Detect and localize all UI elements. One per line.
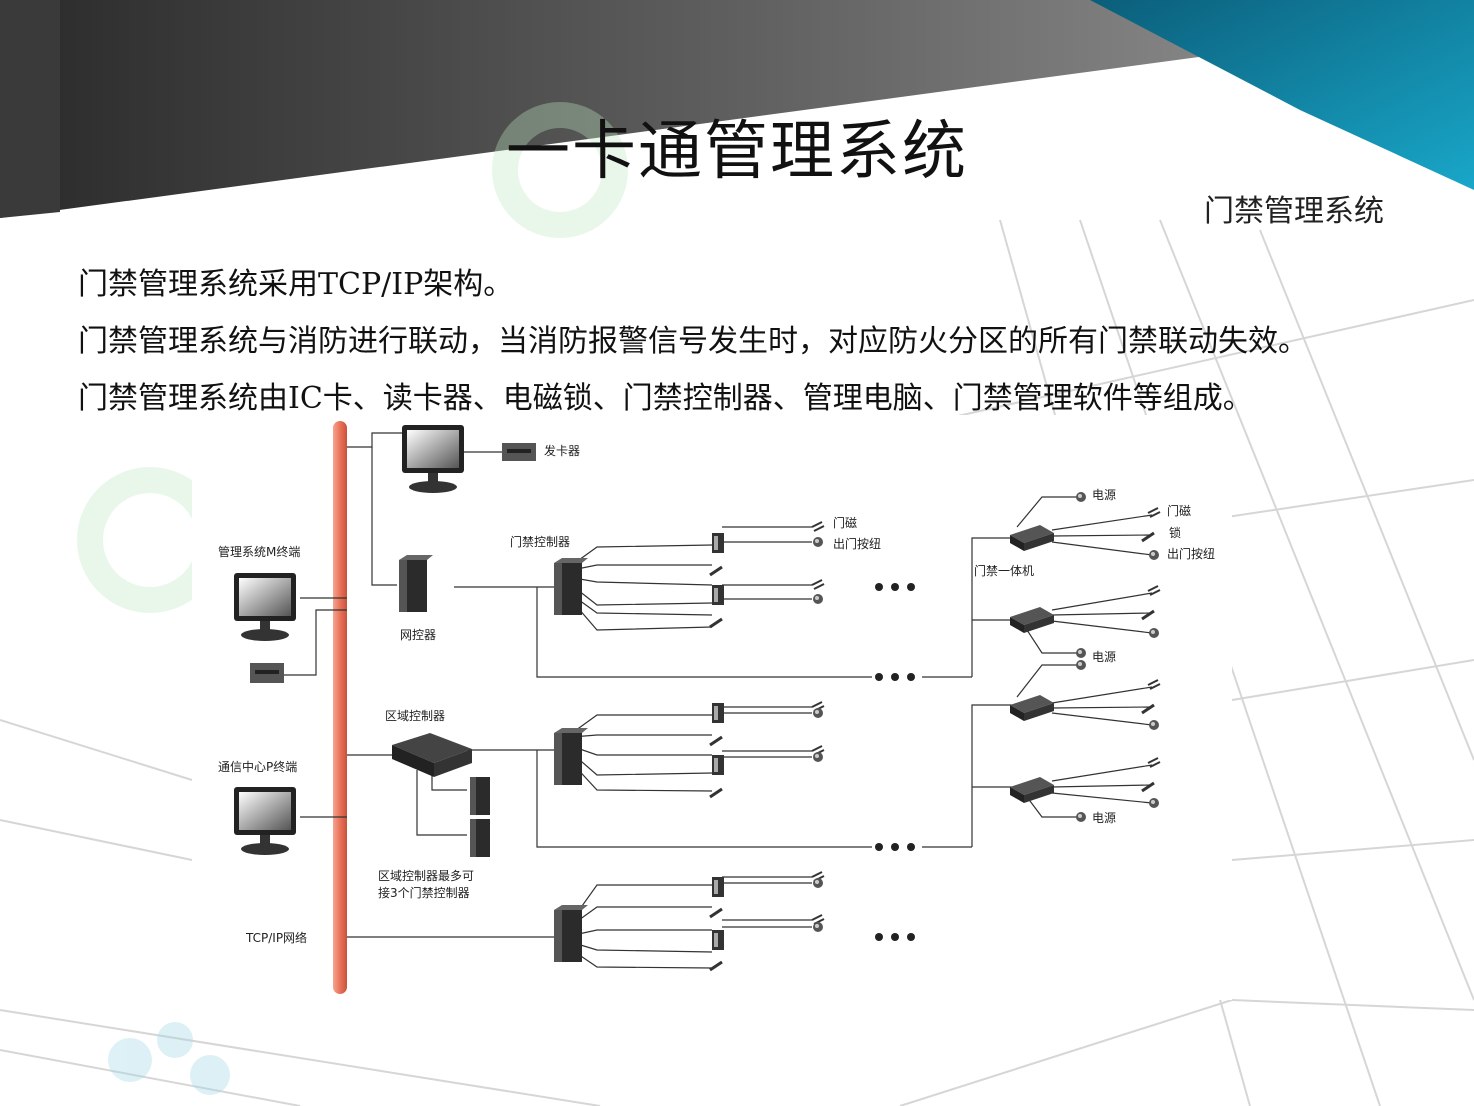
top-band xyxy=(0,0,1474,218)
slide-title: 一卡通管理系统 xyxy=(506,115,968,189)
ellipsis-dots xyxy=(875,583,915,941)
label-management-terminal: 管理系统M终端 xyxy=(218,544,300,559)
label-power: 电源 xyxy=(1092,811,1116,825)
body-text: 门禁管理系统采用TCP/IP架构。 门禁管理系统与消防进行联动，当消防报警信号发… xyxy=(78,256,1458,427)
tcpip-bus xyxy=(333,421,347,994)
integrated-access-units xyxy=(1010,492,1161,822)
body-line: 门禁管理系统采用TCP/IP架构。 xyxy=(78,267,514,302)
label-lock: 锁 xyxy=(1169,525,1181,540)
label-network-controller: 网控器 xyxy=(400,628,436,642)
body-line: 门禁管理系统由IC卡、读卡器、电磁锁、门禁控制器、管理电脑、门禁管理软件等组成。 xyxy=(78,381,1253,416)
management-computer xyxy=(234,573,296,641)
card-issuer-device xyxy=(502,443,536,461)
label-integrated-unit: 门禁一体机 xyxy=(974,563,1034,578)
label-door-magnet: 门磁 xyxy=(833,515,857,530)
body-line: 门禁管理系统与消防进行联动，当消防报警信号发生时，对应防火分区的所有门禁联动失效… xyxy=(78,324,1308,359)
label-door-magnet-2: 门磁 xyxy=(1167,503,1191,518)
sub-controller-1 xyxy=(470,777,490,815)
slide-subtitle: 门禁管理系统 xyxy=(1204,194,1384,229)
network-controller-device xyxy=(399,555,433,612)
door-devices xyxy=(708,521,825,972)
label-access-controller: 门禁控制器 xyxy=(510,534,570,549)
label-area-note: 接3个门禁控制器 xyxy=(378,885,470,900)
left-dark-strip xyxy=(0,0,60,218)
comm-center-computer xyxy=(234,787,296,855)
watermark-dots xyxy=(108,1022,230,1095)
access-controller-device xyxy=(554,558,588,615)
area-controller-device xyxy=(392,733,472,777)
label-exit-button-2: 出门按纽 xyxy=(1167,546,1215,561)
access-control-diagram: 发卡器 管理系统M终端 网控器 门禁控制器 门磁 出门按纽 电源 门磁 锁 出门… xyxy=(218,421,1215,994)
label-exit-button: 出门按纽 xyxy=(833,536,881,551)
label-card-issuer: 发卡器 xyxy=(544,443,580,458)
label-comm-terminal: 通信中心P终端 xyxy=(218,759,297,774)
label-power: 电源 xyxy=(1092,650,1116,664)
label-tcpip: TCP/IP网络 xyxy=(245,930,307,945)
label-area-note: 区域控制器最多可 xyxy=(378,869,474,883)
label-power: 电源 xyxy=(1092,488,1116,502)
admin-computer xyxy=(402,425,464,493)
sub-controller-2 xyxy=(470,819,490,857)
teal-corner xyxy=(1090,0,1474,190)
management-card-reader xyxy=(250,663,284,683)
label-area-controller: 区域控制器 xyxy=(385,709,445,723)
